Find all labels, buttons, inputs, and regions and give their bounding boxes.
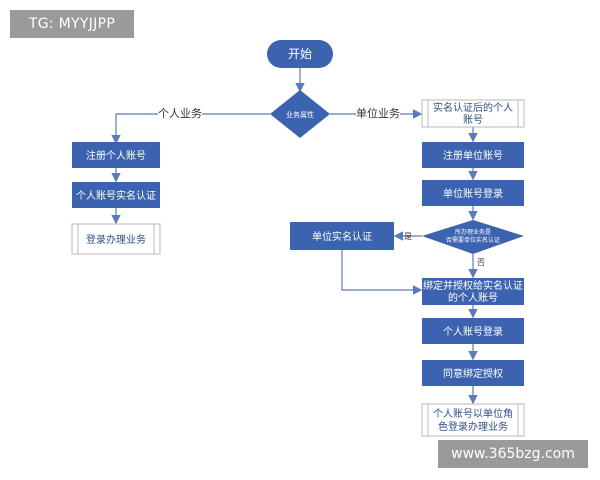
decision-need-auth-line2: 否需要单位实名认证 bbox=[446, 236, 500, 244]
watermark-bottom-right: www.365bzg.com bbox=[438, 440, 588, 468]
edge-label-company: 单位业务 bbox=[356, 106, 400, 120]
decision-need-company-auth bbox=[422, 220, 524, 254]
decision-need-auth-line1: 所办理业务是 bbox=[455, 228, 491, 236]
edge-label-yes: 是 bbox=[404, 232, 412, 241]
login-business-box bbox=[71, 223, 161, 255]
bind-line1: 绑定并授权给实名认证 bbox=[423, 279, 523, 292]
start-node bbox=[267, 40, 333, 68]
personal-realname-label: 个人账号实名认证 bbox=[76, 189, 156, 202]
account-after-auth-line2: 账号 bbox=[463, 114, 483, 126]
agree-bind-box bbox=[422, 360, 524, 386]
edge-label-no: 否 bbox=[477, 258, 485, 267]
account-after-auth-line1: 实名认证后的个人 bbox=[433, 101, 513, 114]
decision-business-type bbox=[270, 90, 330, 138]
register-personal-label: 注册个人账号 bbox=[86, 149, 146, 162]
personal-realname-box bbox=[72, 182, 160, 208]
bind-authorize-box bbox=[422, 278, 524, 305]
register-company-box bbox=[422, 142, 524, 168]
final-line1: 个人账号以单位角 bbox=[433, 407, 513, 420]
decision-business-type-label: 业务属性 bbox=[286, 110, 314, 119]
register-company-label: 注册单位账号 bbox=[443, 149, 503, 162]
company-login-label: 单位账号登录 bbox=[443, 187, 503, 200]
edge-decision-personal bbox=[111, 113, 270, 145]
watermark-top-left: TG: MYYJJPP bbox=[10, 10, 134, 38]
start-label: 开始 bbox=[288, 47, 312, 61]
personal-login-box bbox=[422, 318, 524, 344]
account-after-auth-box bbox=[421, 99, 525, 128]
company-realname-box bbox=[290, 222, 394, 250]
edge-company-realname-bind bbox=[341, 250, 423, 295]
bind-line2: 的个人账号 bbox=[448, 291, 498, 304]
edge-label-personal: 个人业务 bbox=[158, 107, 202, 120]
company-login-box bbox=[422, 180, 524, 206]
final-box bbox=[421, 403, 525, 437]
personal-login-label: 个人账号登录 bbox=[443, 325, 503, 338]
company-realname-label: 单位实名认证 bbox=[312, 230, 372, 243]
final-line2: 色登录办理业务 bbox=[438, 420, 508, 433]
login-business-label: 登录办理业务 bbox=[86, 233, 146, 246]
register-personal-box bbox=[72, 142, 160, 168]
agree-bind-label: 同意绑定授权 bbox=[443, 367, 503, 380]
